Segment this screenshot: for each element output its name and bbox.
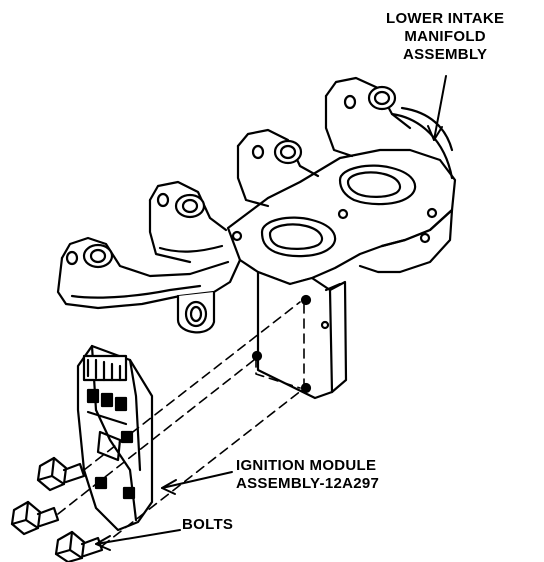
leader-arrows: [95, 75, 447, 551]
manifold-label-line3: ASSEMBLY: [402, 46, 488, 63]
ignition-module-label: IGNITION MODULE ASSEMBLY-12A297: [236, 457, 379, 493]
manifold-label-line2: MANIFOLD: [404, 28, 486, 45]
ignition-label-line1: IGNITION MODULE: [236, 457, 377, 474]
lower-intake-manifold: [56, 76, 457, 400]
manifold-leader: [433, 75, 447, 141]
bolt-3: [54, 530, 104, 562]
ignition-leader: [161, 471, 233, 489]
bolt-2: [10, 500, 60, 536]
ignition-label-line2: ASSEMBLY-12A297: [236, 475, 380, 492]
bolts-label: BOLTS: [182, 516, 234, 533]
manifold-label-line1: LOWER INTAKE: [386, 10, 505, 27]
ignition-module: [76, 344, 154, 532]
bolt-1: [36, 456, 86, 492]
bolts-leader: [95, 529, 181, 545]
lower-intake-manifold-label: LOWER INTAKE MANIFOLD ASSEMBLY: [386, 10, 504, 64]
alignment-lines: [57, 301, 305, 547]
